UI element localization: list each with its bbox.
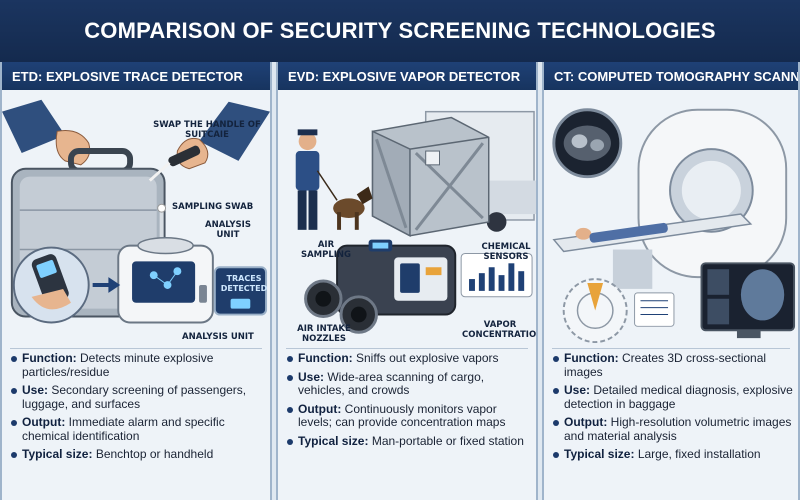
bar-graph-icon [460,252,533,298]
evd-bullet-list: Function: Sniffs out explosive vapors Us… [286,351,532,453]
ct-scanner-gantry-icon [637,108,788,279]
analysis-unit-icon [117,236,214,324]
panel-title-evd: EVD: EXPLOSIVE VAPOR DETECTOR [278,62,536,90]
list-item: Typical size: Benchtop or handheld [10,447,266,462]
label-analysis-unit: ANALYSIS UNIT [205,220,251,240]
patient-table-icon [552,213,753,289]
panel-title-ct: CT: COMPUTED TOMOGRAPHY SCANNER [544,62,798,90]
divider [10,348,262,349]
handheld-detector-icon [12,246,90,324]
cargo-crate-icon [371,116,490,237]
panel-title-etd: ETD: EXPLOSIVE TRACE DETECTOR [2,62,270,90]
list-item: Use: Wide-area scanning of cargo, vehicl… [286,370,532,398]
label-sampling-swab: SAMPLING SWAB [172,202,254,212]
label-vapor-concentration: VAPOR CONCENTRATION [462,320,538,340]
list-item: Function: Detects minute explosive parti… [10,351,266,379]
label-swab-handle: SWAP THE HANDLE OF SUITCAIE [153,120,261,140]
label-analysis-unit-bottom: ANALYSIS UNIT [182,332,254,342]
panel-evd: EVD: EXPLOSIVE VAPOR DETECTOR [276,62,538,500]
sniffer-dog-icon [333,186,373,230]
label-air-intake: AIR INTAKE NOZZLES [297,324,351,344]
hand-icon [2,99,91,166]
label-air-sampling: AIR SAMPLING [300,240,352,260]
list-item: Typical size: Man-portable or fixed stat… [286,434,532,449]
panel-etd: ETD: EXPLOSIVE TRACE DETECTOR [0,62,272,500]
list-item: Function: Creates 3D cross-sectional ima… [552,351,794,379]
list-item: Function: Sniffs out explosive vapors [286,351,532,366]
list-item: Output: Continuously monitors vapor leve… [286,402,532,430]
ct-illustration [544,90,798,348]
list-item: Output: High-resolution volumetric image… [552,415,794,443]
traces-detected-text: TRACES DETECTED [220,274,268,293]
etd-illustration: SWAP THE HANDLE OF SUITCAIE SAMPLING SWA… [2,90,270,348]
list-item: Use: Detailed medical diagnosis, explosi… [552,383,794,411]
page-header: COMPARISON OF SECURITY SCREENING TECHNOL… [0,0,800,62]
divider [286,348,528,349]
security-officer-icon [295,129,338,230]
list-item: Use: Secondary screening of passengers, … [10,383,266,411]
etd-bullet-list: Function: Detects minute explosive parti… [10,351,266,467]
list-item: Typical size: Large, fixed installation [552,447,794,462]
label-chemical-sensors: CHEMICAL SENSORS [481,242,531,262]
arrow-right-icon [92,277,121,293]
vapor-detector-icon [304,239,457,334]
evd-illustration: AIR SAMPLING CHEMICAL SENSORS AIR INTAKE… [278,90,536,348]
panel-ct: CT: COMPUTED TOMOGRAPHY SCANNER [542,62,800,500]
rotation-diagram-icon [562,278,675,344]
divider [552,348,790,349]
list-item: Output: Immediate alarm and specific che… [10,415,266,443]
ct-slice-icon [552,108,623,179]
page-title: COMPARISON OF SECURITY SCREENING TECHNOL… [84,18,716,43]
ct-bullet-list: Function: Creates 3D cross-sectional ima… [552,351,794,467]
monitor-icon [700,262,796,339]
swab-icon [148,101,270,182]
